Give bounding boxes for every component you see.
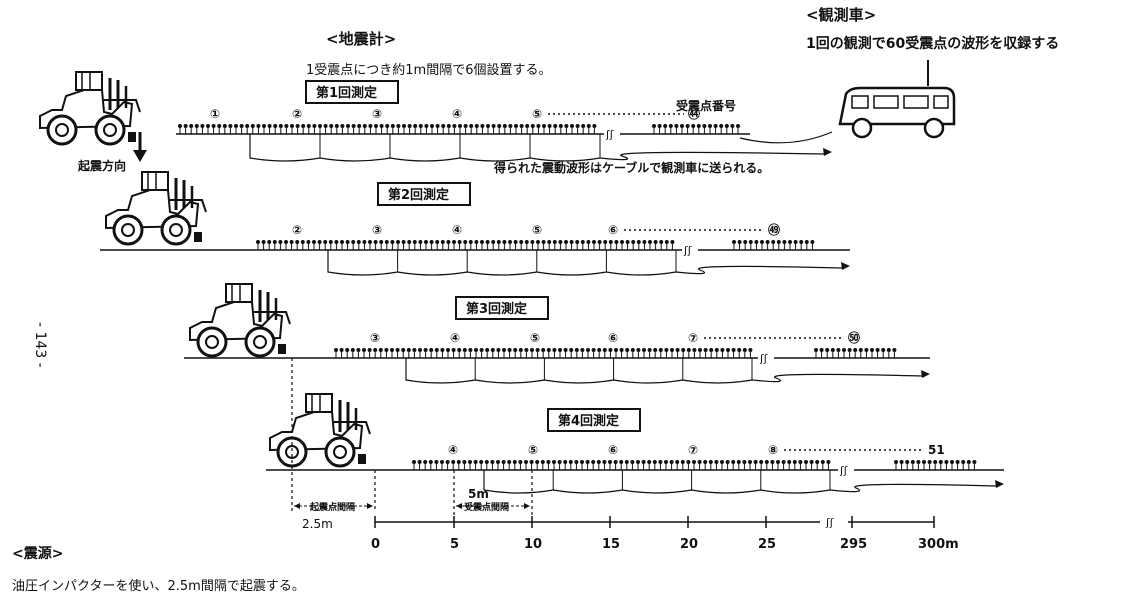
cable-note: 得られた震動波形はケーブルで観測車に送られる。 (493, 160, 769, 175)
measurement-row-1: ʃʃ 第1回測定 ① ② ③ ④ ⑤ ㊹ (38, 70, 833, 162)
geophone-array (256, 240, 815, 250)
receiver-point-marker: ③ (372, 107, 382, 121)
receiver-point-marker: ④ (450, 331, 460, 345)
receiver-point-marker: ㊿ (848, 330, 860, 345)
receiver-point-marker: ⑦ (688, 443, 698, 457)
measurement-title: 第1回測定 (316, 85, 377, 101)
measurement-row-2: ʃʃ 第2回測定 ② ③ ④ ⑤ ⑥ ㊾ (100, 170, 850, 276)
scale-tick-label: 25 (758, 537, 776, 552)
receiver-point-marker: ④ (448, 443, 458, 457)
observation-vehicle-icon (838, 60, 956, 139)
svg-text:ʃʃ: ʃʃ (839, 464, 848, 477)
measurement-title-box (305, 80, 399, 104)
receiver-interval-label: 受震点間隔 (464, 501, 509, 513)
measurement-title-box (377, 182, 471, 206)
receiver-point-marker: ⑤ (530, 331, 540, 345)
receiver-point-marker: ③ (372, 223, 382, 237)
measurement-title: 第2回測定 (388, 187, 449, 203)
scale-tick-label: 20 (680, 537, 698, 552)
shot-interval-dimension (294, 503, 373, 509)
impactor-truck-icon (188, 282, 292, 358)
vehicle-note: 1回の観測で60受震点の波形を収録する (806, 35, 1059, 52)
shot-interval-value: 2.5m (302, 517, 333, 531)
scale-tick-label: 15 (602, 537, 620, 552)
receiver-interval-dimension (456, 503, 530, 509)
source-heading: <震源> (12, 545, 63, 562)
impactor-truck-icon (38, 70, 142, 146)
receiver-point-marker: ⑥ (608, 223, 618, 237)
receiver-point-marker: ⑤ (532, 107, 542, 121)
receiver-point-marker: 51 (928, 443, 945, 457)
measurement-title-box (547, 408, 641, 432)
source-note: 油圧インパクターを使い、2.5m間隔で起震する。 (12, 578, 305, 594)
measurement-title: 第3回測定 (466, 301, 527, 317)
impactor-truck-icon (268, 392, 372, 468)
shake-direction-arrow-icon (133, 132, 147, 162)
seismometer-note: 1受震点につき約1m間隔で6個設置する。 (306, 62, 551, 78)
scale-tick-label: 10 (524, 537, 542, 552)
receiver-point-marker: ③ (370, 331, 380, 345)
measurement-title: 第4回測定 (558, 413, 619, 429)
measurement-title-box (455, 296, 549, 320)
receiver-point-marker: ① (210, 107, 220, 121)
geophone-array (412, 460, 977, 470)
receiver-point-marker: ⑥ (608, 443, 618, 457)
vehicle-heading: <観測車> (806, 6, 876, 24)
receiver-point-marker: ② (292, 107, 302, 121)
scale-tick-label: 295 (840, 537, 867, 552)
shot-interval-label: 起震点間隔 (309, 501, 355, 513)
receiver-point-marker: ⑤ (528, 443, 538, 457)
scale-tick-label: 5 (450, 537, 459, 552)
shake-direction-label: 起震方向 (77, 158, 126, 173)
receiver-point-marker: ② (292, 223, 302, 237)
receiver-point-marker: ㊾ (768, 222, 780, 237)
receiver-point-marker: ④ (452, 223, 462, 237)
measurement-row-3: ʃʃ 第3回測定 ③ ④ ⑤ ⑥ ⑦ ㊿ (184, 282, 930, 384)
scale-tick-label: 300m (918, 537, 959, 552)
seismometer-heading: <地震計> (326, 30, 396, 48)
svg-text:ʃʃ: ʃʃ (759, 352, 768, 365)
receiver-point-marker: ㊹ (688, 106, 700, 121)
impactor-truck-icon (104, 170, 208, 246)
svg-text:ʃʃ: ʃʃ (825, 516, 834, 529)
measurement-row-4: ʃʃ 第4回測定 ④ ⑤ ⑥ ⑦ ⑧ 51 (266, 392, 1004, 494)
geophone-array (178, 124, 740, 134)
distance-scale: ʃʃ 0 5 10 15 20 25 295 300m (371, 516, 959, 552)
receiver-interval-value: 5m (468, 487, 489, 501)
svg-text:ʃʃ: ʃʃ (683, 244, 692, 257)
receiver-number-label: 受震点番号 (676, 98, 736, 113)
receiver-point-marker: ⑦ (688, 331, 698, 345)
receiver-point-marker: ④ (452, 107, 462, 121)
svg-text:ʃʃ: ʃʃ (605, 128, 614, 141)
receiver-point-marker: ⑤ (532, 223, 542, 237)
page-number: - 143 - (32, 322, 48, 368)
receiver-point-marker: ⑧ (768, 443, 778, 457)
geophone-array (334, 348, 897, 358)
receiver-point-marker: ⑥ (608, 331, 618, 345)
scale-tick-label: 0 (371, 537, 380, 552)
